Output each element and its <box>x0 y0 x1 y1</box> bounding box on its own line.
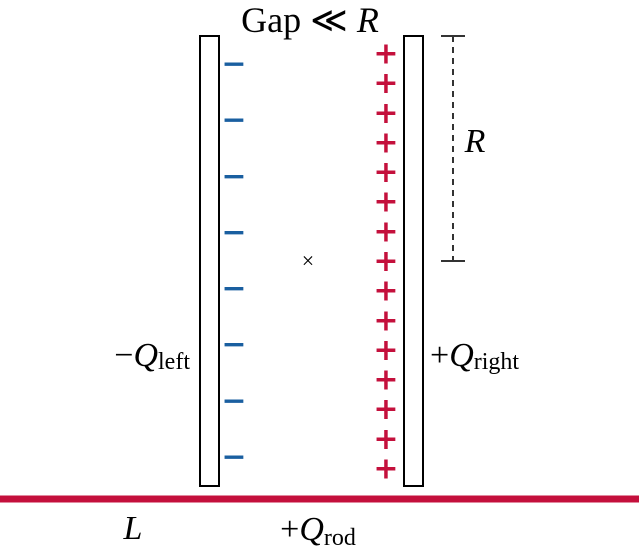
left-plate-charge-label: −Qleft <box>114 337 190 375</box>
positive-charge-symbol: + <box>373 303 398 338</box>
negative-charge-symbol: − <box>221 440 246 475</box>
radius-label: R <box>464 123 486 160</box>
rod-length-label: L <box>123 510 143 547</box>
negative-charge-symbol: − <box>221 215 246 250</box>
positive-charge-symbol: + <box>373 333 398 368</box>
rod-charge-label: +Qrod <box>280 511 356 551</box>
negative-charge-symbol: − <box>221 271 246 306</box>
positive-charge-symbol: + <box>373 37 398 72</box>
radius-indicator <box>441 35 465 262</box>
positive-charge-symbol: + <box>373 214 398 249</box>
left-plate <box>199 35 220 487</box>
positive-charge-symbol: + <box>373 363 398 398</box>
right-plate-charge-label: +Qright <box>430 337 519 375</box>
positive-charge-symbol: + <box>373 452 398 487</box>
positive-charge-symbol: + <box>373 125 398 160</box>
negative-charge-symbol: − <box>221 383 246 418</box>
negative-charge-symbol: − <box>221 159 246 194</box>
positive-charge-symbol: + <box>373 244 398 279</box>
negative-charge-symbol: − <box>221 103 246 138</box>
positive-charge-symbol: + <box>373 66 398 101</box>
negative-charge-symbol: − <box>221 47 246 82</box>
negative-charges: − − − − − − − − <box>221 47 246 475</box>
positive-charges: +++++++++++++++ <box>373 37 398 487</box>
positive-charge-symbol: + <box>373 274 398 309</box>
negative-charge-symbol: − <box>221 327 246 362</box>
gap-label: Gap ≪ R <box>241 0 379 40</box>
center-point-mark: × <box>302 248 314 273</box>
positive-charge-symbol: + <box>373 422 398 457</box>
right-plate <box>403 35 424 487</box>
positive-charge-symbol: + <box>373 96 398 131</box>
positive-charge-symbol: + <box>373 185 398 220</box>
positive-charge-symbol: + <box>373 392 398 427</box>
positive-charge-symbol: + <box>373 155 398 190</box>
